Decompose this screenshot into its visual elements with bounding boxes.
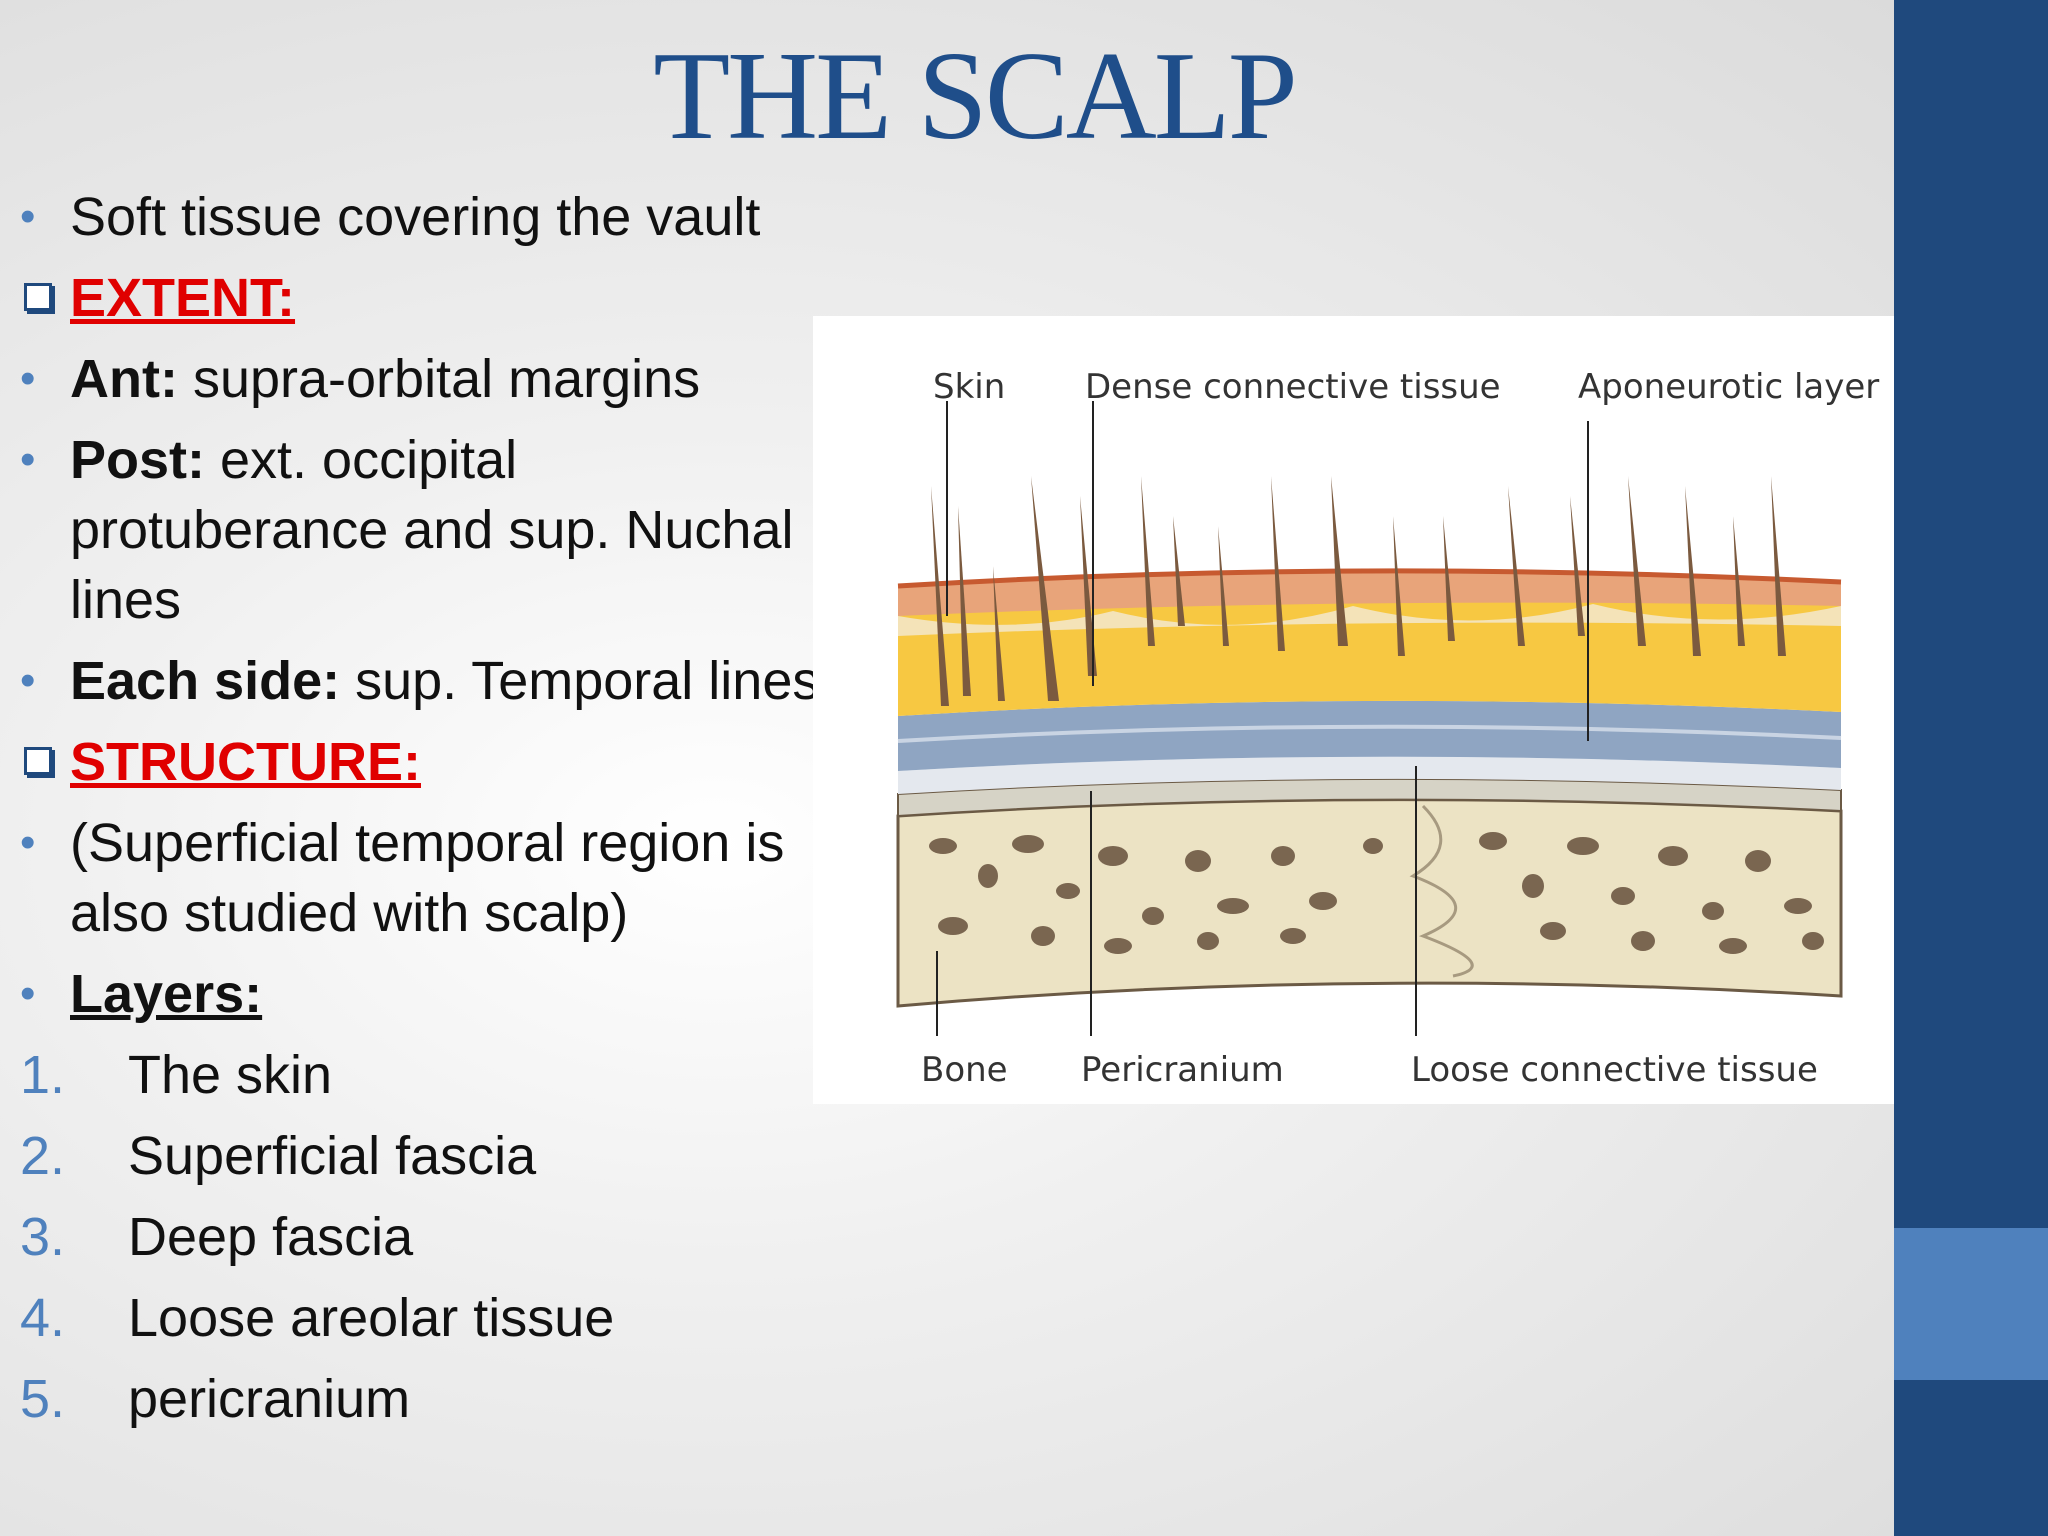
label-aponeurotic-layer: Aponeurotic layer	[1578, 367, 1879, 407]
scalp-cross-section: Skin Dense connective tissue Aponeurotic…	[896, 367, 1879, 1090]
slide-title: THE SCALP	[653, 27, 1298, 166]
bullet-dot: •	[20, 818, 36, 867]
bullet-post: • Post: ext. occipital protuberance and …	[20, 425, 820, 635]
bullet-dot: •	[20, 656, 36, 705]
bullet-dot: •	[20, 192, 36, 241]
bullet-dot: •	[20, 435, 36, 484]
checkbox-square-icon	[24, 283, 52, 311]
label-loose-connective-tissue: Loose connective tissue	[1411, 1050, 1818, 1090]
extent-heading: EXTENT:	[20, 263, 820, 333]
label-dense-connective-tissue: Dense connective tissue	[1085, 367, 1501, 407]
layer-item: 1. The skin	[20, 1045, 333, 1105]
checkbox-square-icon	[24, 747, 52, 775]
layer-item: 4. Loose areolar tissue	[20, 1288, 615, 1348]
structure-heading: STRUCTURE:	[20, 727, 820, 797]
bullet-layers: • Layers:	[20, 959, 820, 1029]
layer-item: 2. Superficial fascia	[20, 1126, 537, 1186]
bullet-dot: •	[20, 969, 36, 1018]
bullet-ant: • Ant: supra-orbital margins	[20, 344, 820, 414]
leader-lines	[936, 401, 1589, 1036]
bone-pores	[929, 832, 1824, 954]
layer-item: 5. pericranium	[20, 1369, 411, 1429]
hair-strands	[931, 476, 1786, 706]
sidebar-accent-block	[1894, 1228, 2048, 1380]
bullet-dot: •	[20, 354, 36, 403]
label-skin: Skin	[933, 367, 1005, 407]
bullet-intro: • Soft tissue covering the vault	[20, 182, 820, 252]
scalp-layers-illustration: Skin Dense connective tissue Aponeurotic…	[813, 316, 1894, 1104]
layer-item: 3. Deep fascia	[20, 1207, 414, 1267]
label-pericranium: Pericranium	[1081, 1050, 1284, 1090]
label-bone: Bone	[921, 1050, 1008, 1090]
bullet-structure-note: • (Superficial temporal region is also s…	[20, 808, 820, 948]
bullet-each-side: • Each side: sup. Temporal lines	[20, 646, 820, 716]
bullet-list: • Soft tissue covering the vault EXTENT:…	[20, 182, 820, 1434]
